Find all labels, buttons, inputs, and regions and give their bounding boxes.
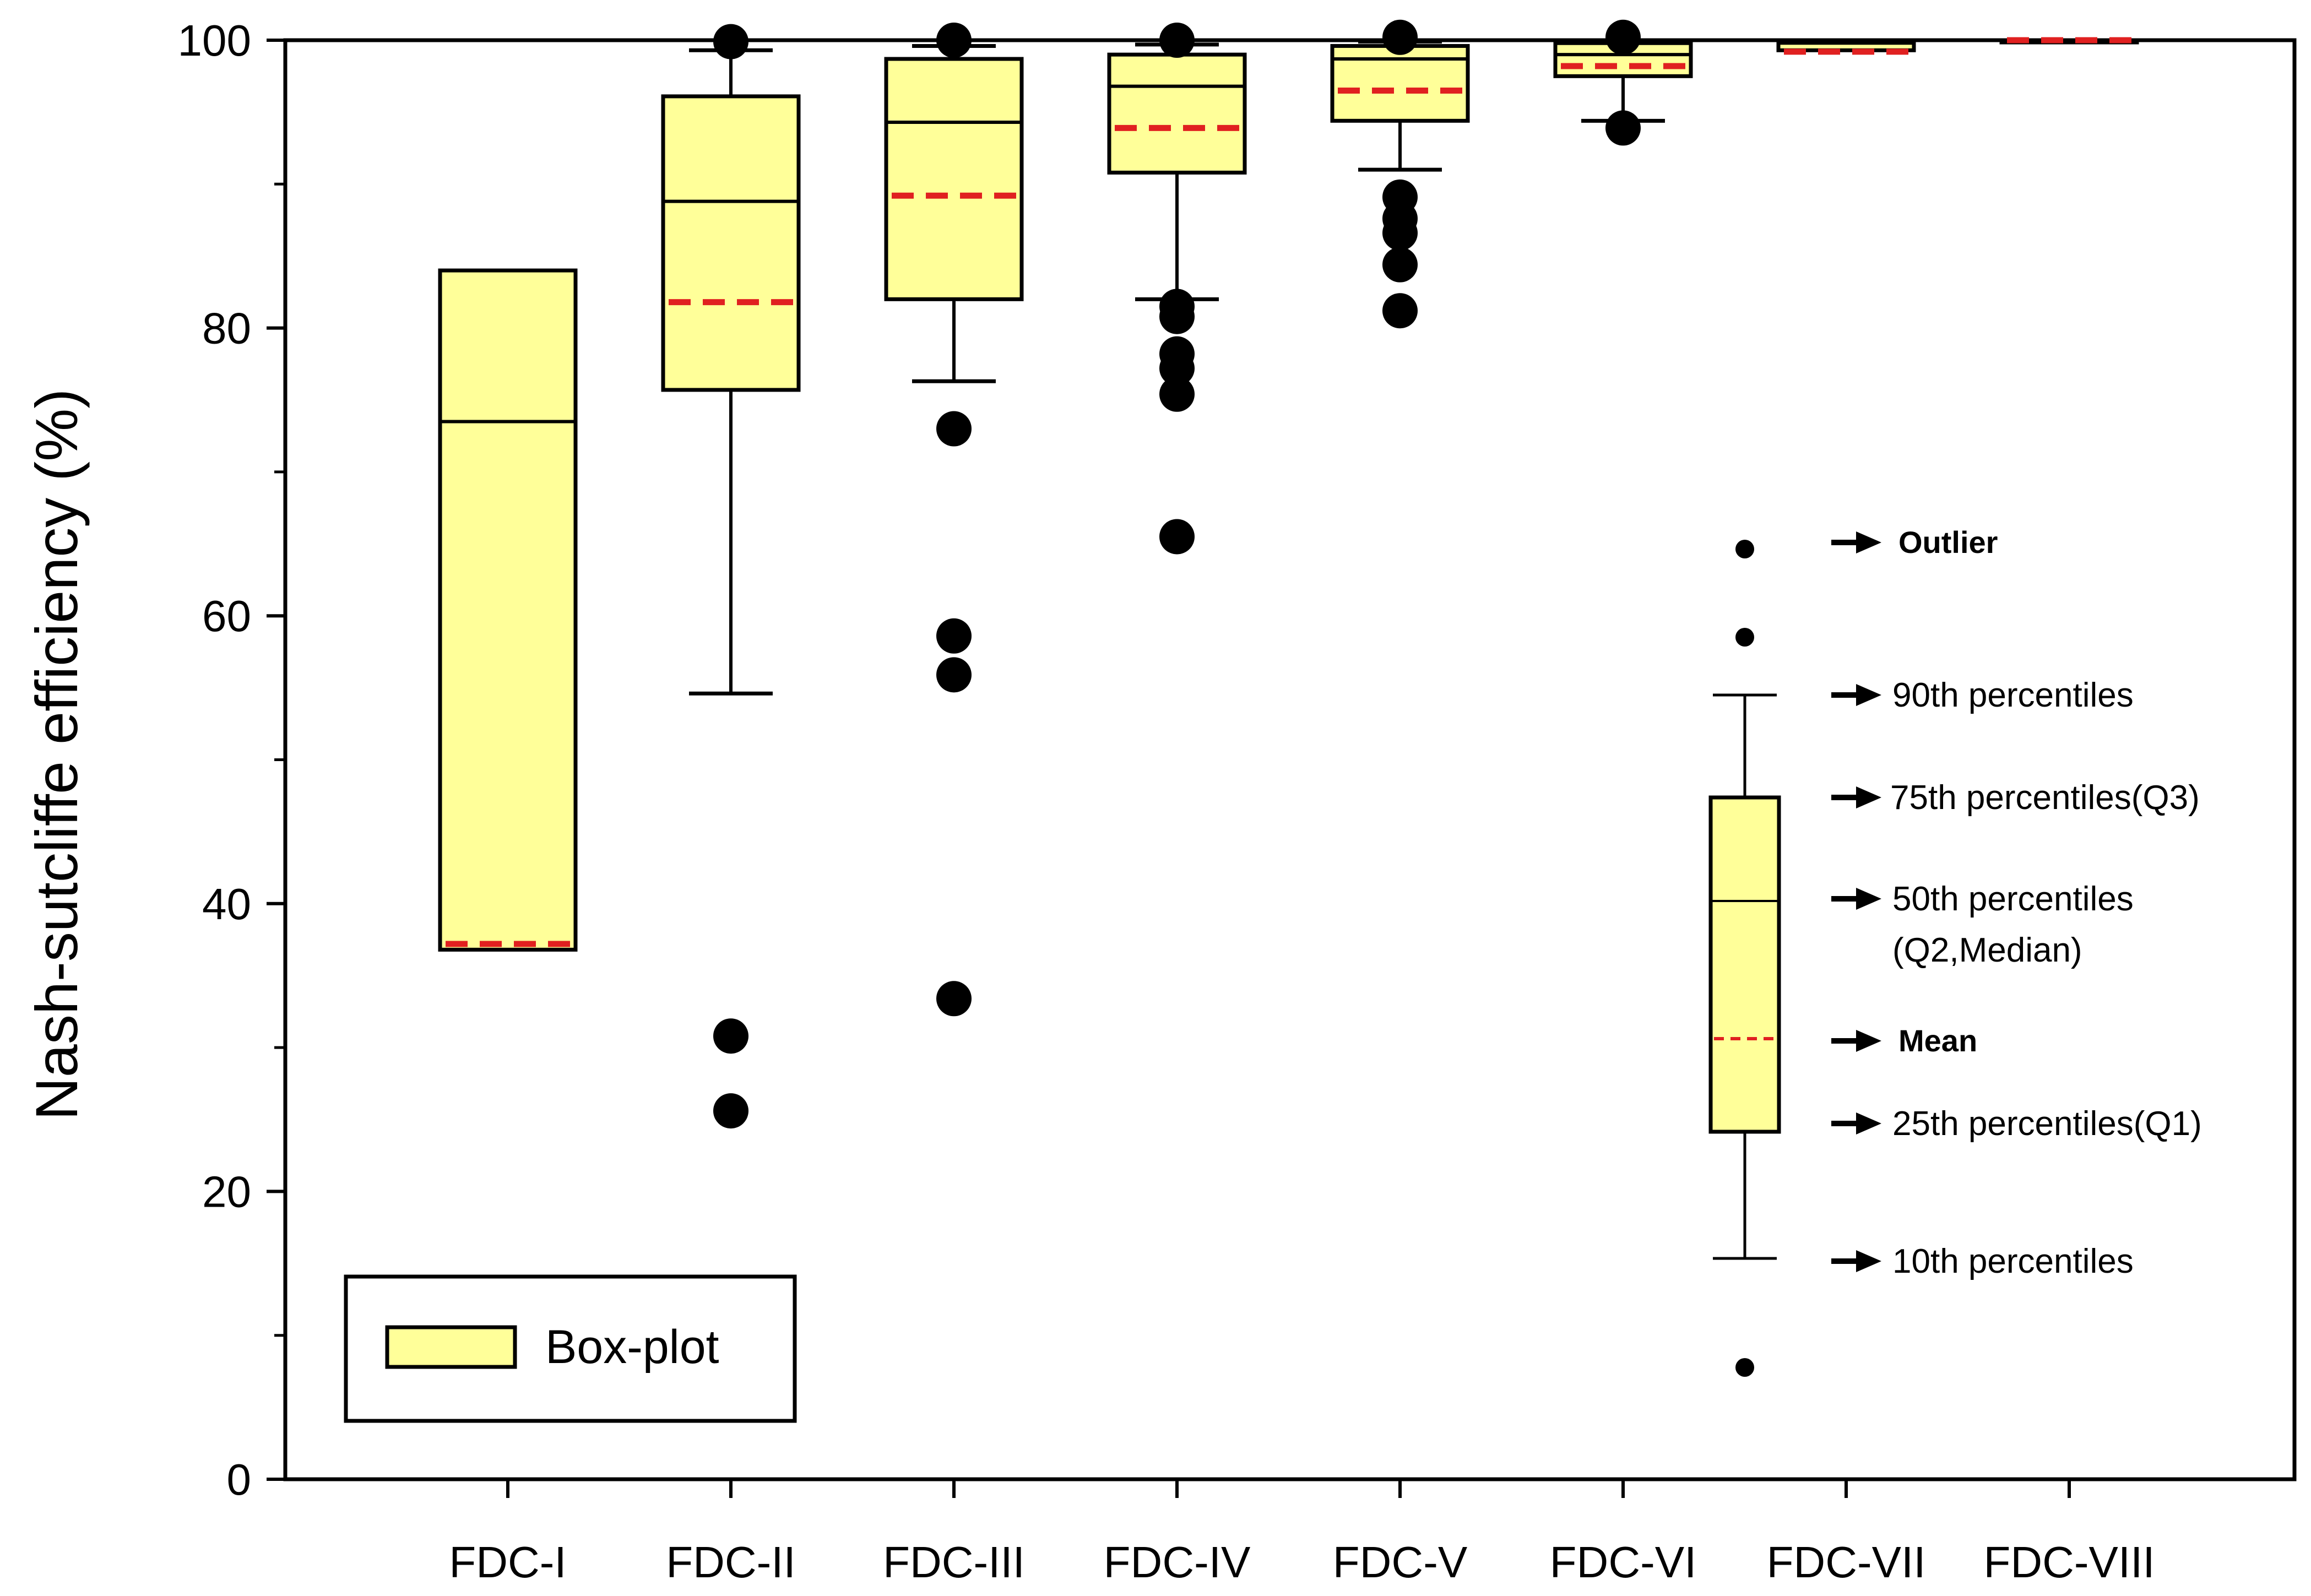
box-group <box>661 24 801 1129</box>
x-axis: FDC-I FDC-II FDC-III FDC-IV FDC-V FDC-VI FDC-V… <box>449 1479 2155 1587</box>
box-group <box>1776 38 1916 55</box>
y-axis: 0 20 40 60 80 100 <box>178 16 285 1504</box>
outlier-point <box>936 657 972 693</box>
key-arrow-head <box>1856 786 1881 808</box>
legend: Box-plot <box>344 1274 797 1423</box>
key-label-median: 50th percentiles <box>1892 880 2134 918</box>
box-group <box>1999 37 2139 45</box>
key-arrow-head <box>1856 888 1881 910</box>
box-group <box>438 268 578 952</box>
outlier-point <box>1605 19 1641 55</box>
x-tick-label: FDC-IV <box>1104 1538 1251 1587</box>
key-label-median-sub: (Q2,Median) <box>1892 931 2082 969</box>
outlier-point <box>1159 350 1195 386</box>
y-tick-label: 0 <box>227 1455 252 1504</box>
key-outlier-point <box>1735 1358 1754 1377</box>
outlier-point <box>1159 298 1195 334</box>
box <box>884 57 1024 301</box>
box-group <box>1107 23 1247 555</box>
y-tick-label: 60 <box>202 591 251 640</box>
key-arrow-head <box>1856 684 1881 706</box>
key-label-q3: 75th percentiles(Q3) <box>1890 779 2200 817</box>
legend-label: Box-plot <box>545 1321 719 1374</box>
y-axis-title: Nash-sutcliffe efficiency (%) <box>23 389 90 1120</box>
x-tick-label: FDC-V <box>1333 1538 1468 1587</box>
outlier-point <box>1159 376 1195 412</box>
x-tick-label: FDC-II <box>666 1538 796 1587</box>
box-group <box>884 23 1024 1017</box>
box <box>1330 44 1470 123</box>
outlier-point <box>1382 215 1418 251</box>
key-label-outlier: Outlier <box>1898 525 1998 560</box>
box <box>438 268 578 952</box>
key-label-mean: Mean <box>1898 1023 1977 1058</box>
box <box>1107 52 1247 175</box>
y-tick-label: 80 <box>202 304 251 353</box>
key-arrow-head <box>1856 1030 1881 1052</box>
outlier-point <box>1382 19 1418 55</box>
key-label-p90: 90th percentiles <box>1892 676 2134 714</box>
key-arrow-head <box>1856 531 1881 553</box>
key-label-p10: 10th percentiles <box>1892 1242 2134 1280</box>
legend-swatch <box>385 1325 517 1369</box>
y-tick-label: 40 <box>202 880 251 929</box>
outlier-point <box>1159 519 1195 555</box>
legend-frame <box>344 1274 797 1423</box>
outlier-point <box>936 618 972 654</box>
y-tick-label: 20 <box>202 1167 251 1216</box>
outlier-point <box>1159 23 1195 58</box>
outlier-point <box>936 411 972 447</box>
outlier-point <box>1605 110 1641 146</box>
key-arrow-head <box>1856 1250 1881 1272</box>
x-tick-label: FDC-VII <box>1767 1538 1926 1587</box>
x-tick-label: FDC-III <box>883 1538 1025 1587</box>
key-box <box>1708 795 1781 1134</box>
x-tick-label: FDC-VIII <box>1983 1538 2155 1587</box>
key-outlier-point <box>1735 540 1754 558</box>
outlier-point <box>713 1018 748 1054</box>
x-tick-label: FDC-VI <box>1550 1538 1697 1587</box>
outlier-point <box>713 24 748 59</box>
y-tick-label: 100 <box>178 16 251 65</box>
key-outlier-point <box>1735 628 1754 647</box>
outlier-point <box>936 981 972 1017</box>
box <box>661 94 801 392</box>
outlier-point <box>713 1093 748 1129</box>
key-label-q1: 25th percentiles(Q1) <box>1892 1105 2202 1143</box>
box-series <box>438 19 2139 1129</box>
outlier-point <box>1382 247 1418 283</box>
outlier-point <box>936 23 972 58</box>
outlier-point <box>1382 293 1418 329</box>
box-plot-key: Outlier 90th percentiles 75th percentiles(… <box>1708 525 2202 1377</box>
box-group <box>1330 19 1470 329</box>
box-group <box>1553 19 1693 146</box>
key-arrow-head <box>1856 1112 1881 1134</box>
x-tick-label: FDC-I <box>449 1538 566 1587</box>
